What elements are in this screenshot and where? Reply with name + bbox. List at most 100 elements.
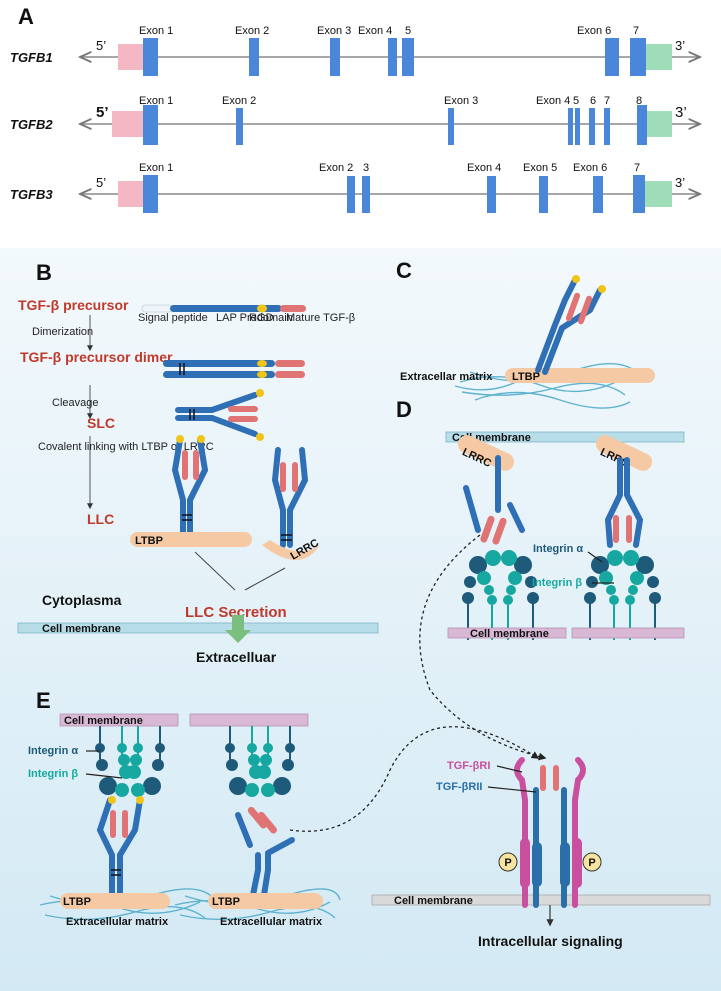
integrin-beta-label: Integrin β <box>28 768 78 780</box>
ecm-label: Extracellular matrix <box>220 916 323 928</box>
ltbp-label: LTBP <box>212 896 240 908</box>
bound-tgfb <box>553 765 559 791</box>
exon-box <box>633 175 645 213</box>
lap-arm <box>235 812 253 848</box>
label-leader <box>587 551 603 563</box>
exon-box <box>143 38 158 76</box>
phospho-circle <box>582 852 602 872</box>
ltbp-label: LTBP <box>512 371 540 383</box>
receptor-i-label: TGF-βRI <box>447 760 490 772</box>
exon-box <box>605 38 619 76</box>
utr3-box <box>644 181 672 207</box>
panel-d: D Cell membrane LRRC LRRC <box>396 397 685 640</box>
exon-label: Exon 2 <box>222 95 256 107</box>
three-prime-label: 3’ <box>675 104 687 121</box>
label-leader <box>496 765 523 773</box>
intracellular-signaling-label: Intracellular signaling <box>478 933 623 949</box>
cell-membrane-label: Cell membrane <box>42 623 121 635</box>
lap-arm <box>463 485 481 533</box>
lap-arm <box>261 852 271 898</box>
lap-arm <box>507 502 525 533</box>
exon-box <box>362 176 370 213</box>
latent-complex-arm <box>542 287 603 375</box>
exon-box <box>143 105 158 145</box>
merge-line <box>194 551 236 591</box>
cell-membrane-bar <box>17 622 379 634</box>
exon-label: 3 <box>363 162 369 174</box>
receptor-i-chain <box>572 757 586 908</box>
step-label: TGF-β precursor dimer <box>20 349 173 365</box>
cytoplasma-label: Cytoplasma <box>42 592 122 608</box>
rgd-motif <box>572 275 580 283</box>
exon-label: Exon 3 <box>317 25 351 37</box>
exon-label: 8 <box>636 95 642 107</box>
cell-membrane-top <box>445 431 685 443</box>
exon-label: Exon 3 <box>444 95 478 107</box>
phospho-label: P <box>504 857 511 869</box>
ltbp-bar <box>208 893 323 909</box>
ltbp-label: LTBP <box>135 535 163 547</box>
release-arrow-e <box>289 726 540 832</box>
exon-label: Exon 6 <box>577 25 611 37</box>
latent-complex-arm <box>535 277 578 373</box>
arrow-label: Dimerization <box>32 326 93 338</box>
exon-label: Exon 4 <box>536 95 570 107</box>
panel-c-label: C <box>396 258 412 283</box>
utr5-box <box>112 111 144 137</box>
ecm-label: Extracellular matrix <box>66 916 169 928</box>
five-prime-label: 5’ <box>96 38 106 53</box>
kinase-domain <box>572 838 582 888</box>
exon-label: Exon 2 <box>319 162 353 174</box>
step-label: SLC <box>87 415 115 431</box>
mature-tgfb <box>122 810 128 838</box>
gene-name: TGFB1 <box>10 50 53 65</box>
three-prime-label: 3’ <box>675 38 685 53</box>
exon-box <box>249 38 259 76</box>
kinase-domain <box>520 838 530 888</box>
domain-label: RGD <box>249 312 274 324</box>
ltbp-bar <box>60 893 170 909</box>
integrin-alpha-label: Integrin α <box>533 543 583 555</box>
kinase-domain <box>532 842 542 887</box>
panel-e: E Cell membrane Inte <box>28 688 341 928</box>
exon-label: Exon 1 <box>139 25 173 37</box>
utr5-box <box>118 44 144 70</box>
step-label: TGF-β precursor <box>18 297 129 313</box>
exon-label: 5 <box>573 95 579 107</box>
merge-line <box>244 567 286 591</box>
gene-name: TGFB3 <box>10 187 53 202</box>
mature-tgfb <box>613 515 619 543</box>
secretion-arrow <box>225 615 251 643</box>
exon-label: Exon 5 <box>523 162 557 174</box>
receptor-i-chain <box>514 757 528 908</box>
phospho-label: P <box>588 857 595 869</box>
exon-label: Exon 1 <box>139 95 173 107</box>
three-prime-label: 3’ <box>675 175 685 190</box>
gene-name: TGFB2 <box>10 117 53 132</box>
panel-c: C LTBP Extracellar matrix <box>396 258 655 409</box>
exon-box <box>630 38 646 76</box>
gene-row-tgfb3: TGFB3 5’ 3’ Exon 1 Exon 2 3 Exon 4 Exon … <box>10 162 700 213</box>
exon-box <box>637 105 647 145</box>
lap-arm <box>604 457 623 548</box>
cell-membrane-label: Cell membrane <box>64 715 143 727</box>
lap-arm <box>250 852 261 898</box>
five-prime-label: 5’ <box>96 104 109 121</box>
exon-box <box>347 176 355 213</box>
kinase-domain <box>560 842 570 887</box>
precursor-dimer-glyph <box>163 360 305 378</box>
mature-tgfb <box>247 806 267 829</box>
exon-box <box>487 176 496 213</box>
mature-tgfb <box>565 292 581 322</box>
ltbp-label: LTBP <box>63 896 91 908</box>
mature-tgfb <box>577 295 593 325</box>
exon-box <box>402 38 414 76</box>
phospho-circle <box>498 852 518 872</box>
llc-secretion-label: LLC Secretion <box>185 604 287 621</box>
signal-peptide-segment <box>141 304 173 313</box>
lap-arm <box>624 457 644 548</box>
exon-box <box>236 108 243 145</box>
exon-box <box>593 176 603 213</box>
panel-d-label: D <box>396 397 412 422</box>
